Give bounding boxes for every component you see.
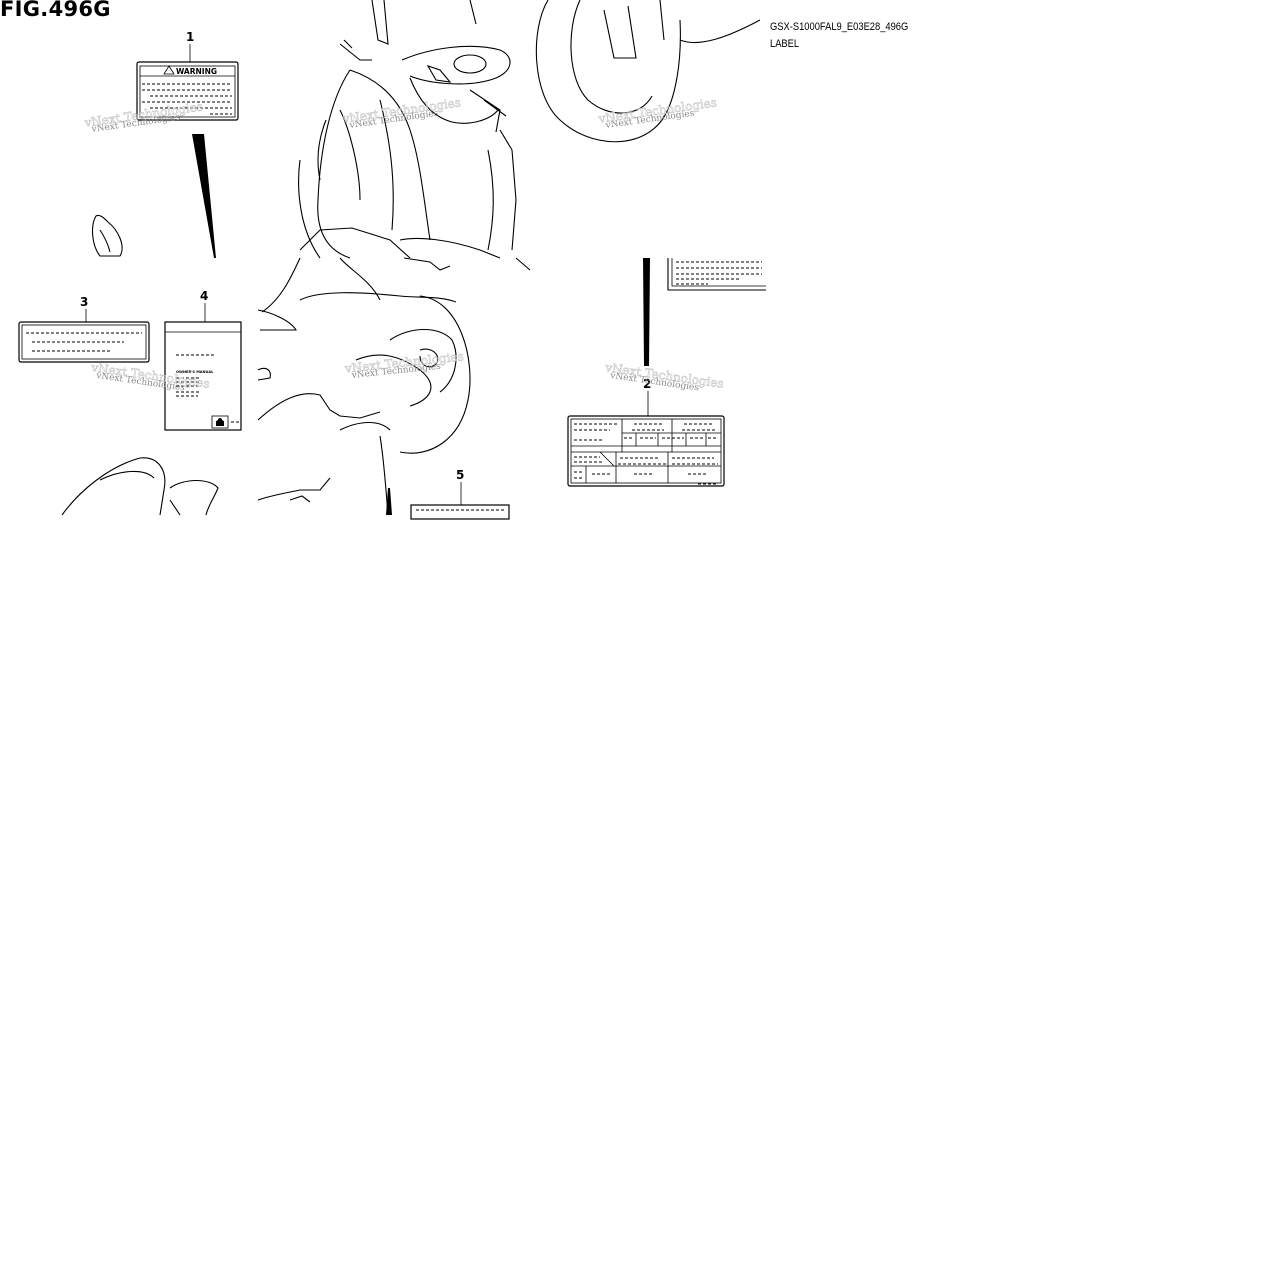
leader-wedge [386,488,392,515]
callout-1: 1 [186,30,194,44]
leader-wedge [192,134,216,258]
label-4-owners-manual: 4 OWNER'S MANUAL [164,289,242,431]
label-5: 5 [410,468,510,520]
label-2-info-table: 2 [567,377,725,487]
warning-heading: WARNING [176,67,217,76]
warning-triangle-icon [163,65,175,75]
callout-4: 4 [200,289,208,303]
callout-3: 3 [80,295,88,309]
leader-wedge [643,258,650,366]
callout-5: 5 [456,468,464,482]
reader-icon [216,418,224,426]
callout-2: 2 [643,377,651,391]
label-upper-right [667,258,766,291]
model-code: GSX-S1000FAL9_E03E28_496G [770,21,909,33]
manual-heading: OWNER'S MANUAL [176,370,214,374]
section-name: LABEL [770,38,800,50]
motorcycle-outline [61,0,761,516]
label-3: 3 [18,295,150,363]
figure-title: FIG.496G [0,0,111,21]
label-1-warning: 1 WARNING [136,30,239,121]
